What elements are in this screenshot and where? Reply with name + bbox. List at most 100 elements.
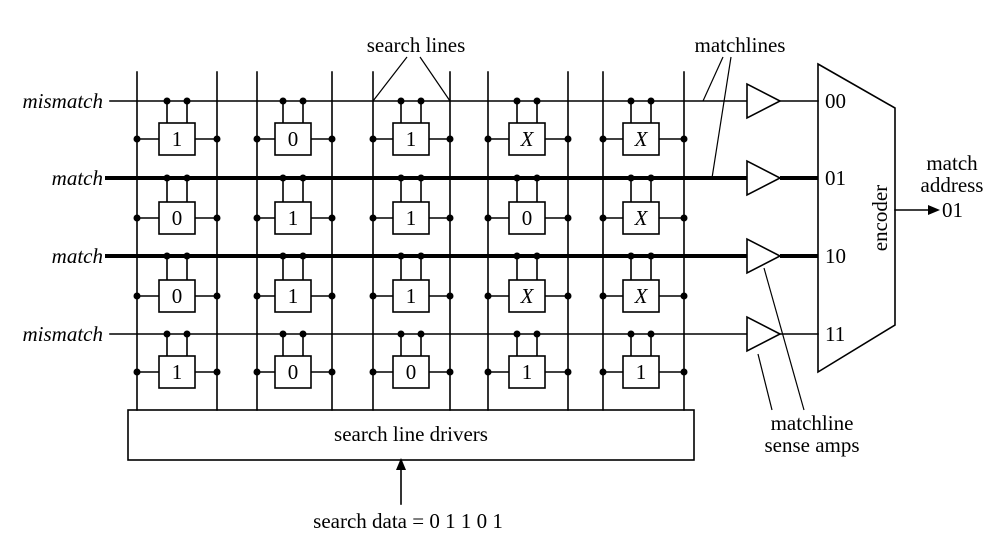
row-status-label: match bbox=[52, 166, 103, 190]
junction-dot bbox=[446, 135, 454, 143]
cam-cell-value: 0 bbox=[522, 206, 533, 230]
cam-cell-value: 1 bbox=[172, 127, 183, 151]
junction-dot bbox=[564, 368, 572, 376]
junction-dot bbox=[484, 292, 492, 300]
junction-dot bbox=[627, 174, 635, 182]
cam-cell-value: 0 bbox=[288, 127, 299, 151]
junction-dot bbox=[417, 174, 425, 182]
junction-dot bbox=[564, 135, 572, 143]
cam-cell bbox=[508, 122, 546, 156]
matchlines-label: matchlines bbox=[695, 33, 786, 57]
junction-dot bbox=[647, 252, 655, 260]
cam-cell bbox=[392, 279, 430, 313]
matchlines-leader-top bbox=[702, 56, 724, 102]
junction-dot bbox=[133, 214, 141, 222]
junction-dot bbox=[163, 97, 171, 105]
junction-dot bbox=[133, 368, 141, 376]
sense-amps-label-line2: sense amps bbox=[764, 433, 859, 457]
junction-dot bbox=[533, 97, 541, 105]
junction-dot bbox=[647, 97, 655, 105]
encoder-output-arrowhead bbox=[928, 205, 940, 215]
junction-dot bbox=[647, 174, 655, 182]
junction-dot bbox=[397, 97, 405, 105]
encoder-input-address: 00 bbox=[825, 89, 846, 113]
search-data-arrowhead bbox=[396, 458, 406, 470]
junction-dot bbox=[213, 214, 221, 222]
search-lines-leader-left bbox=[372, 56, 408, 102]
row-status-label: mismatch bbox=[23, 322, 104, 346]
junction-dot bbox=[369, 292, 377, 300]
sense-amp-icon bbox=[746, 237, 782, 275]
match-address-value: 01 bbox=[942, 198, 963, 222]
junction-dot bbox=[299, 174, 307, 182]
cam-cell bbox=[158, 201, 196, 235]
cam-cell bbox=[274, 279, 312, 313]
junction-dot bbox=[627, 252, 635, 260]
junction-dot bbox=[163, 330, 171, 338]
sense-amp-icon bbox=[746, 82, 782, 120]
junction-dot bbox=[183, 97, 191, 105]
cam-cell bbox=[158, 355, 196, 389]
junction-dot bbox=[253, 135, 261, 143]
junction-dot bbox=[397, 252, 405, 260]
search-line-drivers-block bbox=[127, 409, 695, 461]
junction-dot bbox=[133, 135, 141, 143]
junction-dot bbox=[253, 368, 261, 376]
junction-dot bbox=[253, 292, 261, 300]
cam-cell bbox=[274, 122, 312, 156]
junction-dot bbox=[599, 214, 607, 222]
junction-dot bbox=[417, 252, 425, 260]
cam-cell bbox=[158, 122, 196, 156]
encoder-input-address: 01 bbox=[825, 166, 846, 190]
cam-cell-value: X bbox=[520, 127, 535, 151]
junction-dot bbox=[564, 292, 572, 300]
search-data-label: search data = 0 1 1 0 1 bbox=[313, 509, 503, 533]
cam-cell-value: 1 bbox=[172, 360, 183, 384]
cam-cell-value: 1 bbox=[288, 206, 299, 230]
junction-dot bbox=[397, 174, 405, 182]
cam-cell bbox=[622, 201, 660, 235]
junction-dot bbox=[417, 330, 425, 338]
sense-amp-icon bbox=[746, 159, 782, 197]
junction-dot bbox=[446, 214, 454, 222]
junction-dot bbox=[369, 368, 377, 376]
sense-amps-leader-third bbox=[763, 267, 805, 411]
cam-cell bbox=[622, 355, 660, 389]
junction-dot bbox=[680, 214, 688, 222]
cam-cell-value: X bbox=[634, 206, 649, 230]
junction-dot bbox=[163, 252, 171, 260]
match-address-label-line1: match bbox=[926, 151, 978, 175]
junction-dot bbox=[253, 214, 261, 222]
cam-cell bbox=[392, 122, 430, 156]
junction-dot bbox=[627, 97, 635, 105]
cam-cell-value: 1 bbox=[288, 284, 299, 308]
junction-dot bbox=[484, 214, 492, 222]
junction-dot bbox=[680, 292, 688, 300]
junction-dot bbox=[213, 135, 221, 143]
cam-cell-value: 1 bbox=[406, 284, 417, 308]
cam-cell bbox=[392, 355, 430, 389]
cam-cell bbox=[158, 279, 196, 313]
junction-dot bbox=[680, 368, 688, 376]
cam-cell-value: 0 bbox=[172, 206, 183, 230]
cam-cell-value: 1 bbox=[406, 206, 417, 230]
sense-amp-icon bbox=[746, 315, 782, 353]
junction-dot bbox=[328, 135, 336, 143]
cam-cell bbox=[622, 279, 660, 313]
cam-cell bbox=[508, 355, 546, 389]
cam-cell-value: 1 bbox=[406, 127, 417, 151]
sense-amps-label-line1: matchline bbox=[771, 411, 854, 435]
junction-dot bbox=[513, 174, 521, 182]
junction-dot bbox=[299, 252, 307, 260]
junction-dot bbox=[533, 174, 541, 182]
junction-dot bbox=[533, 330, 541, 338]
cam-cell-value: 0 bbox=[406, 360, 417, 384]
cam-cell bbox=[392, 201, 430, 235]
junction-dot bbox=[564, 214, 572, 222]
junction-dot bbox=[133, 292, 141, 300]
match-address-label-line2: address bbox=[921, 173, 984, 197]
matchlines-leader-second bbox=[711, 56, 732, 179]
junction-dot bbox=[299, 330, 307, 338]
junction-dot bbox=[417, 97, 425, 105]
